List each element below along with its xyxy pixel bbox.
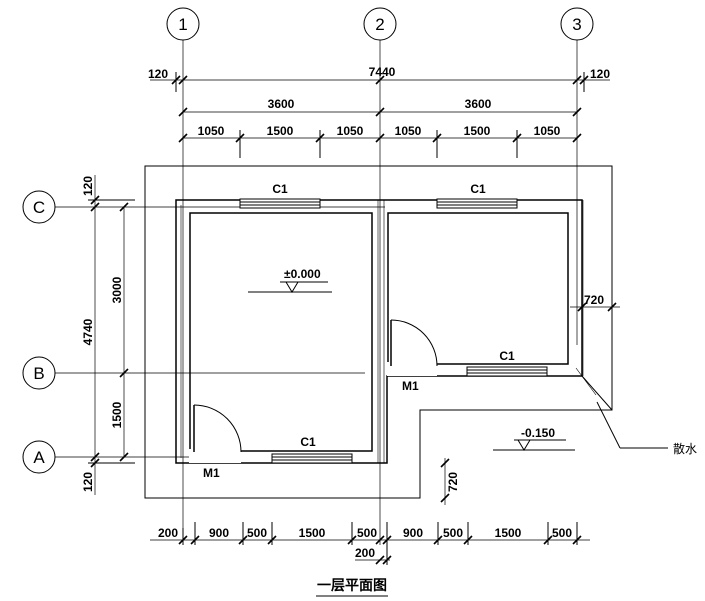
dim-bottom-4: 1500 — [299, 526, 326, 540]
dim-left-bay-2: 1500 — [110, 401, 124, 428]
window-c1-top-left — [239, 198, 321, 209]
elevation-floor-label: ±0.000 — [284, 267, 321, 281]
dim-top-detail-4: 1050 — [395, 124, 422, 138]
dim-top-left-offset: 120 — [148, 67, 168, 81]
dim-bottom-2: 900 — [209, 526, 229, 540]
window-c1-right-room — [466, 366, 548, 377]
dim-top-detail-3: 1050 — [337, 124, 364, 138]
dim-top-overall: 7440 — [369, 65, 396, 79]
axis-bubble-a — [22, 440, 56, 474]
dim-bottom-6: 900 — [403, 526, 423, 540]
dim-top-detail-6: 1050 — [534, 124, 561, 138]
axis-bubble-b — [22, 356, 56, 390]
apron-outline — [144, 165, 613, 499]
window-label-top-right: C1 — [470, 182, 486, 196]
dim-top-detail-2: 1500 — [267, 124, 294, 138]
window-label-top-left: C1 — [272, 182, 288, 196]
drawing-title: 一层平面图 — [317, 578, 387, 594]
dim-top-detail-1: 1050 — [198, 124, 225, 138]
apron-leader-line — [596, 401, 621, 449]
elevation-marker-ground — [493, 439, 575, 451]
dim-left-bay-1: 3000 — [110, 276, 124, 303]
door-label-left: M1 — [203, 466, 220, 480]
dim-bottom-5: 500 — [357, 526, 377, 540]
dim-bottom-3: 500 — [247, 526, 267, 540]
axis-bubble-1 — [166, 7, 200, 41]
axis-bubble-c — [22, 190, 56, 224]
dim-bottom-1: 200 — [158, 526, 178, 540]
axis-label-a: A — [33, 448, 45, 467]
window-label-right-room: C1 — [499, 349, 515, 363]
window-c1-top-right — [436, 198, 518, 209]
axis-bubble-2 — [363, 7, 397, 41]
axis-label-b: B — [33, 364, 44, 383]
axis-label-1: 1 — [178, 15, 187, 34]
dim-top-bay-1: 3600 — [268, 97, 295, 111]
elevation-ground-label: -0.150 — [521, 426, 555, 440]
door-m1-left — [189, 404, 242, 463]
dim-top-bay-2: 3600 — [465, 97, 492, 111]
dim-bottom-7: 500 — [443, 526, 463, 540]
apron-note-label: 散水 — [673, 441, 697, 456]
dim-left-top-offset: 120 — [81, 176, 95, 196]
axis-label-3: 3 — [572, 15, 581, 34]
dim-top-detail-5: 1500 — [464, 124, 491, 138]
dim-bottom-extra: 200 — [355, 546, 375, 560]
dim-left-bottom-offset: 120 — [81, 472, 95, 492]
window-label-bottom: C1 — [300, 435, 316, 449]
dim-bottom-8: 1500 — [495, 526, 522, 540]
elevation-marker-floor — [248, 281, 332, 293]
dim-bottom-9: 500 — [552, 526, 572, 540]
axis-label-2: 2 — [375, 15, 384, 34]
dim-left-overall: 4740 — [81, 318, 95, 345]
door-m1-right — [387, 319, 438, 376]
left-room-inner-outline — [189, 212, 373, 452]
exterior-wall-outline — [175, 199, 583, 464]
window-c1-bottom — [271, 453, 353, 464]
dim-apron-bottom: 720 — [446, 472, 460, 492]
axis-bubble-3 — [560, 7, 594, 41]
apron-corner-line — [581, 375, 613, 411]
axis-label-c: C — [33, 198, 45, 217]
door-label-right: M1 — [402, 379, 419, 393]
right-room-inner-outline — [387, 212, 569, 365]
dim-top-right-offset: 120 — [590, 67, 610, 81]
dim-apron-right: 720 — [584, 293, 604, 307]
